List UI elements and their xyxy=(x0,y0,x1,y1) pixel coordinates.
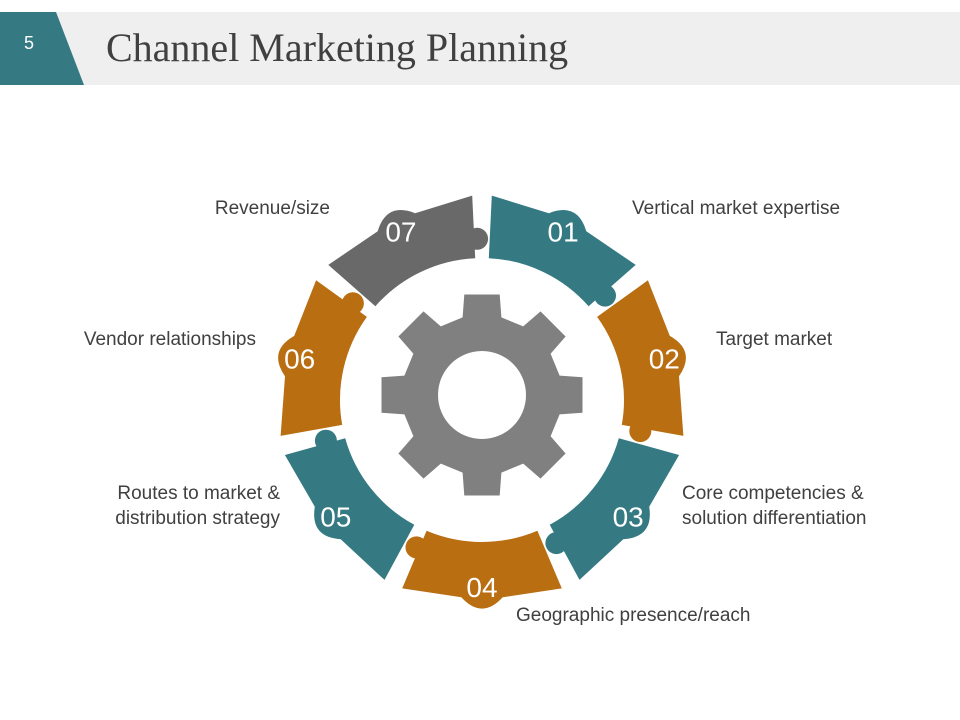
label-03-line1: Core competencies & xyxy=(682,483,864,504)
segment-05-shape xyxy=(284,438,415,580)
gear-shape xyxy=(381,294,583,496)
segment-06: 06 xyxy=(278,280,367,436)
segment-06-number: 06 xyxy=(284,343,315,374)
label-02: Target market xyxy=(716,329,833,350)
page-title: Channel Marketing Planning xyxy=(106,25,569,70)
segments-layer: 01 02 03 04 05 06 07 xyxy=(278,195,686,609)
segment-05-knob xyxy=(314,429,337,452)
segment-06-shape xyxy=(278,280,367,436)
segment-05-number: 05 xyxy=(320,502,351,533)
segment-07: 07 xyxy=(328,195,489,307)
gear-icon xyxy=(381,294,583,496)
label-07: Revenue/size xyxy=(214,198,330,219)
segment-07-knob xyxy=(466,227,489,250)
label-01: Vertical market expertise xyxy=(632,198,841,219)
segment-04-number: 04 xyxy=(466,572,497,603)
segment-03-number: 03 xyxy=(613,502,644,533)
label-05-line2: distribution strategy xyxy=(115,508,280,529)
label-06: Vendor relationships xyxy=(83,329,256,350)
segment-01: 01 xyxy=(488,195,636,307)
segment-02-knob xyxy=(629,420,652,443)
segment-03-knob xyxy=(545,532,568,555)
slide-number-tab xyxy=(0,12,84,85)
segment-01-knob xyxy=(594,284,616,307)
slide-number: 5 xyxy=(23,33,34,53)
segment-01-shape xyxy=(488,195,636,307)
segment-06-knob xyxy=(341,292,364,315)
header-bar xyxy=(0,12,960,85)
segment-02: 02 xyxy=(597,280,686,443)
segment-02-shape xyxy=(597,280,686,436)
segment-03-shape xyxy=(549,438,680,580)
segment-07-number: 07 xyxy=(385,217,416,248)
label-03-line2: solution differentiation xyxy=(682,508,867,529)
segment-04-shape xyxy=(402,530,562,609)
segment-03: 03 xyxy=(545,438,680,580)
segment-01-number: 01 xyxy=(548,217,579,248)
label-04: Geographic presence/reach xyxy=(516,605,751,626)
segment-04-knob xyxy=(405,536,428,559)
segment-04: 04 xyxy=(402,530,562,609)
segment-02-number: 02 xyxy=(649,343,680,374)
segment-05: 05 xyxy=(284,429,415,580)
segment-07-shape xyxy=(328,195,476,307)
label-05-line1: Routes to market & xyxy=(117,483,280,504)
